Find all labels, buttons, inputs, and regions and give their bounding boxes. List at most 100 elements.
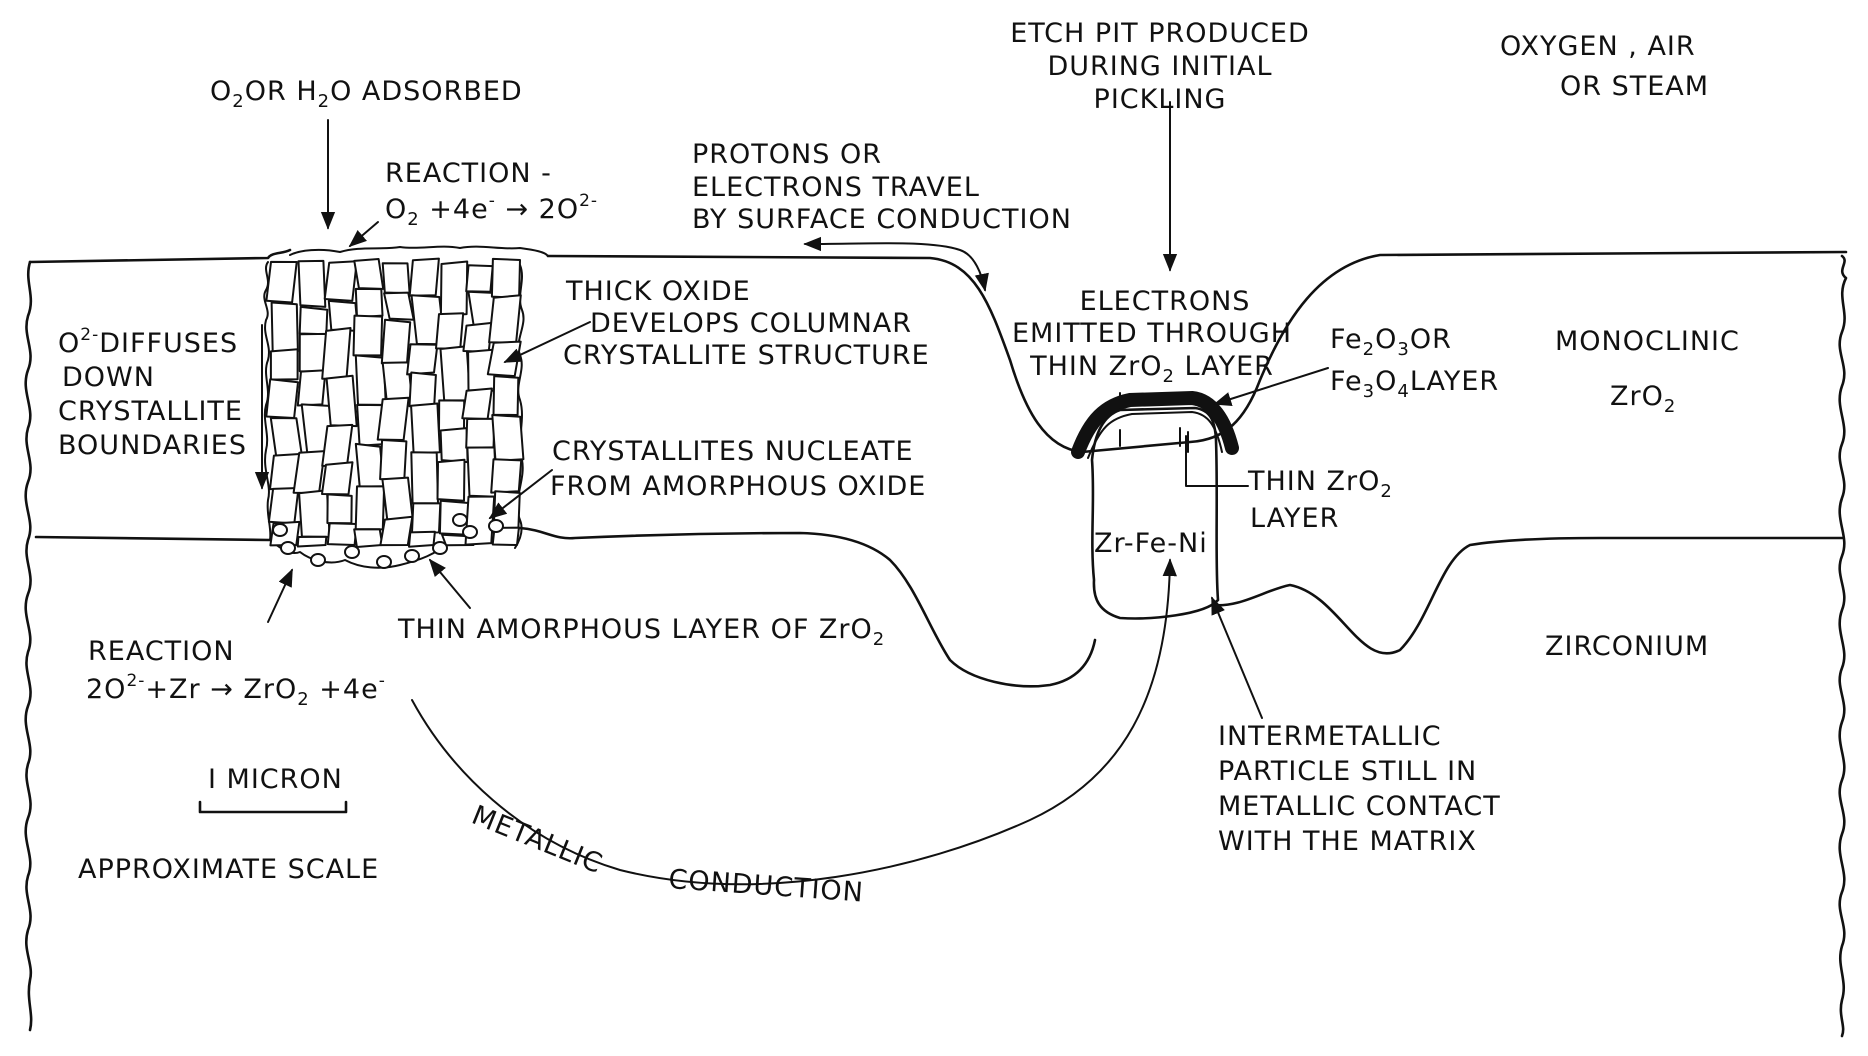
crystallite-grain bbox=[321, 423, 354, 467]
crystallite-grain bbox=[298, 489, 331, 538]
metallic-conduction-arrow bbox=[411, 558, 1177, 886]
crystallite-grains bbox=[265, 257, 525, 548]
diffuses-label-3: CRYSTALLITE bbox=[58, 396, 243, 427]
reaction-top-label: REACTION - bbox=[385, 158, 552, 189]
crystallite-grain bbox=[490, 458, 523, 494]
thin-zro2-label-2: LAYER bbox=[1250, 503, 1339, 534]
scale-caption-label: APPROXIMATE SCALE bbox=[78, 854, 379, 885]
oxide-surface-line bbox=[28, 248, 1848, 454]
protons-label-3: BY SURFACE CONDUCTION bbox=[692, 204, 1072, 235]
diffuses-label-1: O2-DIFFUSES bbox=[58, 325, 238, 359]
intermetallic-label-1: INTERMETALLIC bbox=[1218, 721, 1442, 752]
crystallite-grain bbox=[321, 327, 352, 380]
fe-layer-label-1: Fe2O3OR bbox=[1330, 324, 1452, 360]
amorphous-label: THIN AMORPHOUS LAYER OF ZrO2 bbox=[397, 614, 885, 650]
scale-value-label: I MICRON bbox=[208, 764, 343, 795]
fe-layer-leader bbox=[1213, 367, 1329, 406]
crystallite-nucleus bbox=[452, 513, 468, 527]
crystallite-grain bbox=[296, 369, 327, 407]
crystallite-grain bbox=[436, 458, 466, 502]
thick-oxide-label-2: DEVELOPS COLUMNAR bbox=[590, 308, 912, 339]
etch-pit-label-1: ETCH PIT PRODUCED bbox=[1010, 18, 1310, 49]
intermetallic-label-4: WITH THE MATRIX bbox=[1218, 826, 1477, 857]
fe-layer-label-2: Fe3O4LAYER bbox=[1330, 366, 1499, 402]
electrons-label-1: ELECTRONS bbox=[1080, 286, 1251, 317]
crystallite-nucleus bbox=[462, 525, 478, 539]
crystallite-grain bbox=[411, 502, 442, 534]
crystallite-nucleus bbox=[488, 519, 504, 533]
diffuses-label-2: DOWN bbox=[62, 362, 155, 393]
crystallite-grain bbox=[354, 485, 386, 531]
crystallite-grain bbox=[269, 417, 303, 458]
scale-bar bbox=[198, 800, 348, 814]
thick-oxide-label-1: THICK OXIDE bbox=[565, 276, 751, 307]
crystallite-grain bbox=[326, 522, 358, 546]
crystallite-grain bbox=[379, 515, 414, 547]
crystallite-grain bbox=[353, 258, 385, 290]
oxygen-label-2: OR STEAM bbox=[1560, 71, 1709, 102]
crystallite-grain bbox=[323, 260, 358, 302]
protons-label-1: PROTONS OR bbox=[692, 139, 882, 170]
crystallite-grain bbox=[406, 343, 439, 376]
crystallite-grain bbox=[465, 264, 494, 293]
reaction-bottom-leader bbox=[267, 568, 293, 623]
thin-zro2-label-1: THIN ZrO2 bbox=[1247, 466, 1393, 502]
particle-label: Zr-Fe-Ni bbox=[1094, 528, 1208, 559]
crystallite-nucleus bbox=[272, 523, 288, 537]
reaction-bottom-label: REACTION bbox=[88, 636, 235, 667]
crystallite-grain bbox=[462, 321, 493, 353]
crystallite-grain bbox=[490, 257, 521, 299]
crystallite-grain bbox=[265, 378, 299, 419]
crystallite-grain bbox=[381, 476, 414, 521]
crystallite-grain bbox=[380, 318, 412, 365]
crystallite-grain bbox=[410, 451, 439, 505]
crystallite-grain bbox=[439, 260, 469, 317]
protons-label-2: ELECTRONS TRAVEL bbox=[692, 172, 980, 203]
crystallite-grain bbox=[269, 348, 299, 381]
adsorbed-label: O2OR H2O ADSORBED bbox=[210, 76, 523, 112]
electrons-label-2: EMITTED THROUGH bbox=[1012, 318, 1292, 349]
etch-pit-label-2: DURING INITIAL bbox=[1047, 51, 1272, 82]
electrons-label-3: THIN ZrO2 LAYER bbox=[1029, 351, 1274, 387]
crystallite-nucleus bbox=[280, 541, 296, 555]
intermetallic-leader bbox=[1211, 596, 1263, 719]
amorphous-leader bbox=[428, 558, 471, 609]
intermetallic-label-2: PARTICLE STILL IN bbox=[1218, 756, 1477, 787]
crystallite-nucleus bbox=[432, 541, 448, 555]
metal-oxide-interface bbox=[34, 526, 1844, 688]
crystallite-grain bbox=[383, 291, 415, 321]
intermetallic-label-3: METALLIC CONTACT bbox=[1218, 791, 1501, 822]
crystallite-grain bbox=[486, 340, 522, 378]
right-break-edge bbox=[1838, 254, 1848, 1038]
diffuses-label-4: BOUNDARIES bbox=[58, 430, 247, 461]
crystallite-grain bbox=[435, 312, 465, 350]
surface-conduction-arrow bbox=[803, 236, 989, 292]
crystallite-grain bbox=[354, 287, 384, 319]
reaction-bottom-equation: 2O2-+Zr → ZrO2 +4e- bbox=[86, 671, 386, 710]
crystallite-grain bbox=[265, 260, 298, 304]
crystallite-grain bbox=[292, 450, 326, 495]
crystallite-grain bbox=[298, 305, 329, 336]
crystallite-nucleus bbox=[376, 555, 392, 569]
crystallite-grain bbox=[492, 375, 520, 416]
zirconium-label: ZIRCONIUM bbox=[1545, 631, 1709, 662]
oxygen-label-1: OXYGEN , AIR bbox=[1500, 31, 1696, 62]
crystallite-grain bbox=[376, 396, 410, 441]
crystallite-nucleus bbox=[404, 549, 420, 563]
crystallite-grain bbox=[270, 301, 299, 353]
crystallite-grain bbox=[491, 414, 525, 462]
crystallite-grain bbox=[353, 528, 384, 548]
crystallite-grain bbox=[325, 374, 358, 428]
crystallites-leader bbox=[488, 469, 553, 520]
crystallites-label-1: CRYSTALLITES NUCLEATE bbox=[552, 436, 914, 467]
crystallite-nuclei bbox=[272, 513, 504, 569]
crystallite-grain bbox=[438, 399, 466, 432]
crystallite-grain bbox=[488, 294, 522, 344]
crystallite-grain bbox=[379, 439, 408, 481]
fe-oxide-cap bbox=[1071, 390, 1239, 459]
crystallites-label-2: FROM AMORPHOUS OXIDE bbox=[550, 471, 926, 502]
reaction-top-leader bbox=[348, 221, 379, 248]
monoclinic-label-2: ZrO2 bbox=[1610, 381, 1676, 417]
thick-oxide-leader bbox=[503, 321, 591, 363]
